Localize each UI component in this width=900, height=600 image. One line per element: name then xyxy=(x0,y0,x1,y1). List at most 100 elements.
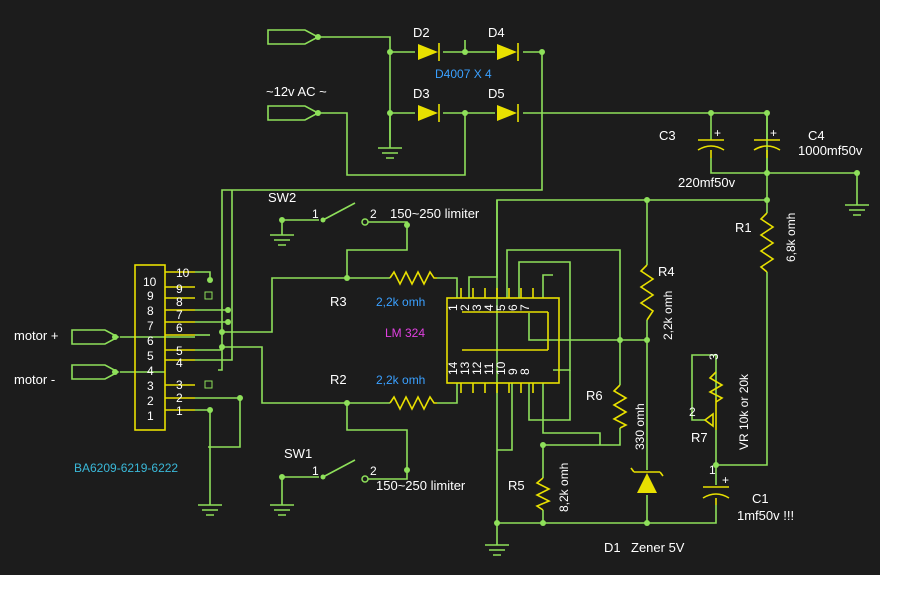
label-c4-value: 1000mf50v xyxy=(798,143,863,158)
label-r6-value: 330 omh xyxy=(633,403,647,450)
ic-bottom-pin: 11 xyxy=(482,362,496,375)
chip-inner-pin: 7 xyxy=(147,319,154,333)
ic-bottom-pin: 13 xyxy=(458,361,472,375)
ic-bottom-pin: 12 xyxy=(470,361,484,375)
chip-outer-pin: 2 xyxy=(176,391,183,405)
label-sw2-pin2: 2 xyxy=(370,207,377,221)
resistor-r1 xyxy=(759,212,775,273)
chip-inner-pin: 1 xyxy=(147,409,154,423)
chip-inner-pin: 4 xyxy=(147,364,154,378)
label-c4: C4 xyxy=(808,128,825,143)
chip-outer-pin: 1 xyxy=(176,404,183,418)
chip-outer-pin-labels: 10 9 8 7 6 5 4 3 2 1 xyxy=(176,266,190,418)
label-ic-name: LM 324 xyxy=(385,326,425,340)
ic-top-pin: 5 xyxy=(494,304,508,311)
chip-outer-pin: 10 xyxy=(176,266,190,280)
diode-d5 xyxy=(497,104,519,122)
label-r7-pin2: 2 xyxy=(689,405,696,419)
label-sw1-pin2: 2 xyxy=(370,464,377,478)
diode-d4 xyxy=(497,43,519,61)
label-diodes-value: D4007 X 4 xyxy=(435,67,492,81)
schematic-diagram: + + + xyxy=(14,25,869,556)
ic-top-pin: 1 xyxy=(446,304,460,311)
chip-inner-pin: 10 xyxy=(143,275,157,289)
diode-d2 xyxy=(418,43,440,61)
potentiometer-r7 xyxy=(703,371,724,430)
switch-sw1 xyxy=(320,459,408,483)
ic-top-pin: 7 xyxy=(518,304,532,311)
label-d3: D3 xyxy=(413,86,430,101)
label-d5: D5 xyxy=(488,86,505,101)
capacitor-c3: + xyxy=(697,126,725,158)
chip-inner-pin-labels: 10 9 8 7 6 5 4 3 2 1 xyxy=(143,275,157,423)
chip-outer-pin: 3 xyxy=(176,378,183,392)
chip-inner-pin: 2 xyxy=(147,394,154,408)
resistor-r6 xyxy=(612,384,628,429)
label-motor-plus: motor + xyxy=(14,328,58,343)
motor-plus-connector xyxy=(71,329,120,345)
label-sw2: SW2 xyxy=(268,190,296,205)
ac-connector-bottom xyxy=(267,105,320,121)
ic-top-pin: 2 xyxy=(458,304,472,311)
chip-inner-pin: 9 xyxy=(147,289,154,303)
zener-diode-d1 xyxy=(630,467,664,493)
resistor-r5 xyxy=(535,477,551,511)
label-r7: R7 xyxy=(691,430,708,445)
label-ac-input: ~12v AC ~ xyxy=(266,84,327,99)
label-c1-value: 1mf50v !!! xyxy=(737,508,794,523)
chip-outer-pin: 4 xyxy=(176,356,183,370)
svg-text:+: + xyxy=(722,473,729,487)
label-c3-value: 220mf50v xyxy=(678,175,736,190)
ic-pin-labels: 1 2 3 4 5 6 7 14 13 12 11 10 9 8 xyxy=(446,304,532,375)
label-r1-value: 6,8k omh xyxy=(784,213,798,262)
label-sw1: SW1 xyxy=(284,446,312,461)
ic-top-pin: 6 xyxy=(506,304,520,311)
label-motor-minus: motor - xyxy=(14,372,55,387)
label-d2: D2 xyxy=(413,25,430,40)
ic-bottom-pin: 14 xyxy=(446,361,460,375)
chip-outer-pin: 7 xyxy=(176,308,183,322)
chip-inner-pin: 6 xyxy=(147,334,154,348)
capacitor-c4: + xyxy=(753,126,781,158)
label-r1: R1 xyxy=(735,220,752,235)
ac-connector-top xyxy=(267,29,320,45)
chip-outer-pin: 5 xyxy=(176,344,183,358)
label-sw2-pin1: 1 xyxy=(312,207,319,221)
label-r2: R2 xyxy=(330,372,347,387)
label-chip-name: BA6209-6219-6222 xyxy=(74,461,178,475)
wires xyxy=(120,36,858,545)
label-sw1-note: 150~250 limiter xyxy=(376,478,466,493)
label-sw2-note: 150~250 limiter xyxy=(390,206,480,221)
label-r3-value: 2,2k omh xyxy=(376,295,425,309)
ic-bottom-pin: 8 xyxy=(518,368,532,375)
label-r7-pin1: 1 xyxy=(709,463,716,477)
resistor-r2 xyxy=(389,395,437,411)
label-r5: R5 xyxy=(508,478,525,493)
label-d4: D4 xyxy=(488,25,505,40)
chip-outer-pin: 9 xyxy=(176,282,183,296)
chip-inner-pin: 8 xyxy=(147,304,154,318)
svg-text:+: + xyxy=(770,126,777,140)
svg-text:+: + xyxy=(714,126,721,140)
chip-outer-pin: 8 xyxy=(176,295,183,309)
label-r4-value: 2,2k omh xyxy=(661,291,675,340)
label-c3: C3 xyxy=(659,128,676,143)
label-r7-value: VR 10k or 20k xyxy=(737,373,751,450)
label-d1: D1 xyxy=(604,540,621,555)
capacitor-c1: + xyxy=(702,473,730,505)
chip-ba6209 xyxy=(134,264,213,431)
resistor-r4 xyxy=(639,264,655,321)
label-r7-pin3: 3 xyxy=(707,353,721,360)
resistor-r3 xyxy=(389,270,437,286)
ic-top-pin: 4 xyxy=(482,304,496,311)
junction-dots xyxy=(112,34,860,526)
ground-symbols xyxy=(198,147,869,556)
ic-top-pin: 3 xyxy=(470,304,484,311)
label-c1: C1 xyxy=(752,491,769,506)
chip-inner-pin: 3 xyxy=(147,379,154,393)
motor-minus-connector xyxy=(71,364,120,380)
chip-inner-pin: 5 xyxy=(147,349,154,363)
label-r6: R6 xyxy=(586,388,603,403)
ic-bottom-pin: 9 xyxy=(506,368,520,375)
label-d1-value: Zener 5V xyxy=(631,540,685,555)
